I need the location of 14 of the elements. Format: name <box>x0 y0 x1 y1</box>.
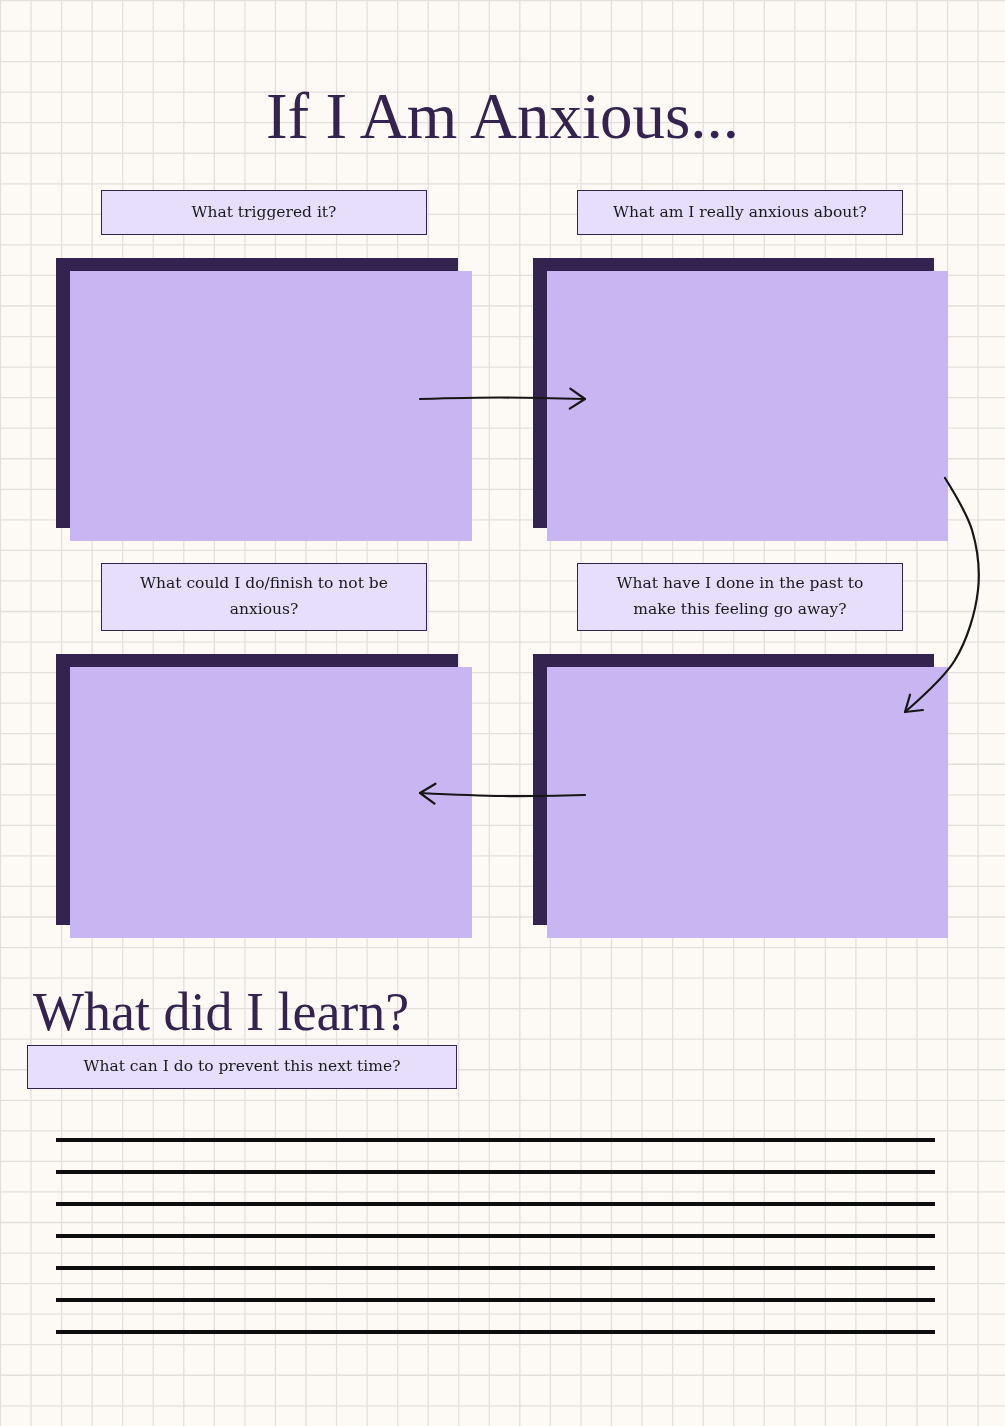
answer-box <box>533 654 948 938</box>
question-label: What could I do/finish to not be anxious? <box>101 563 427 631</box>
section-heading: What did I learn? <box>33 985 410 1039</box>
page-title: If I Am Anxious... <box>264 84 741 149</box>
question-label: What have I done in the past to make this feeling go away? <box>577 563 903 631</box>
question-label: What am I really anxious about? <box>577 190 903 235</box>
answer-box <box>56 258 472 541</box>
question-label: What can I do to prevent this next time? <box>27 1045 457 1089</box>
arrow <box>418 782 587 805</box>
answer-box <box>533 258 948 541</box>
question-label: What triggered it? <box>101 190 427 235</box>
arrow <box>903 476 980 714</box>
arrow <box>418 387 587 410</box>
answer-box <box>56 654 472 938</box>
